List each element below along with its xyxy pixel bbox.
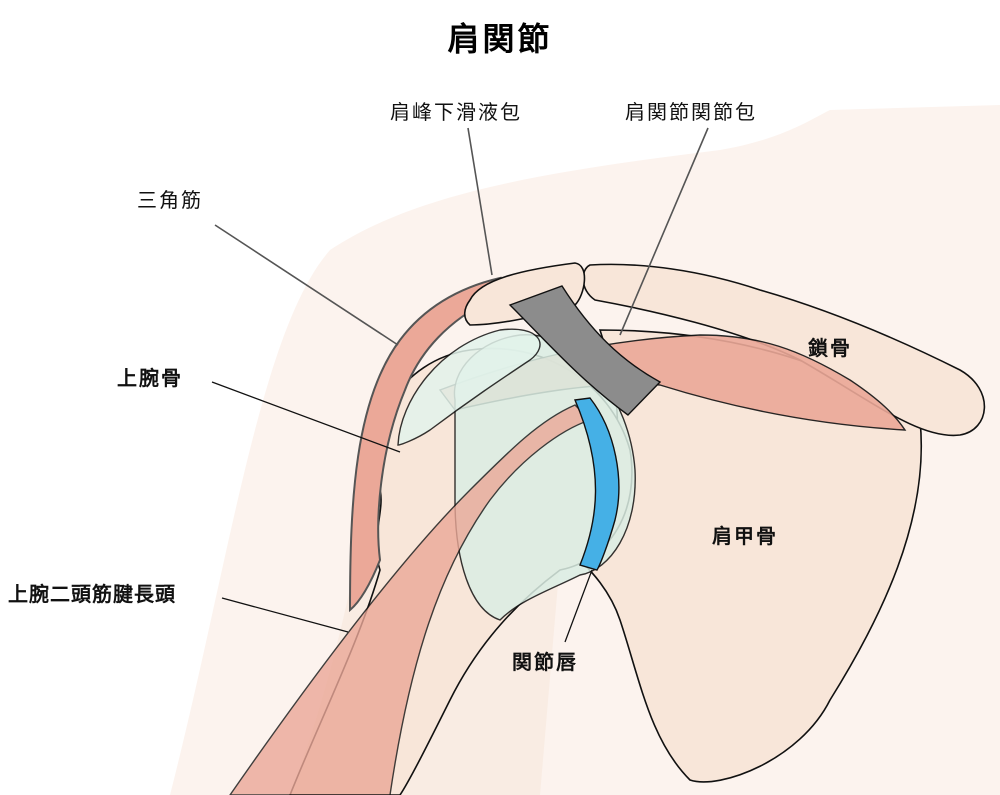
page-title: 肩関節 — [447, 20, 553, 58]
label-clavicle: 鎖骨 — [808, 336, 852, 360]
leader-humerus — [211, 381, 401, 453]
label-subacromial-bursa: 肩峰下滑液包 — [390, 100, 522, 124]
leader-bursa — [467, 127, 493, 276]
leader-biceps — [221, 597, 349, 633]
label-scapula: 肩甲骨 — [712, 524, 778, 548]
leader-deltoid — [214, 224, 399, 346]
label-labrum: 関節唇 — [512, 650, 578, 674]
biceps-long-head — [229, 404, 592, 795]
label-biceps-long-head: 上腕二頭筋腱長頭 — [8, 582, 176, 606]
coracoacromial-ligament — [508, 285, 662, 416]
label-humerus: 上腕骨 — [117, 366, 183, 390]
subacromial-bursa — [397, 328, 541, 446]
label-deltoid: 三角筋 — [137, 188, 203, 212]
leader-capsule — [619, 127, 709, 336]
label-joint-capsule: 肩関節関節包 — [625, 100, 757, 124]
glenoid-labrum — [573, 397, 620, 571]
leader-labrum — [564, 569, 593, 643]
